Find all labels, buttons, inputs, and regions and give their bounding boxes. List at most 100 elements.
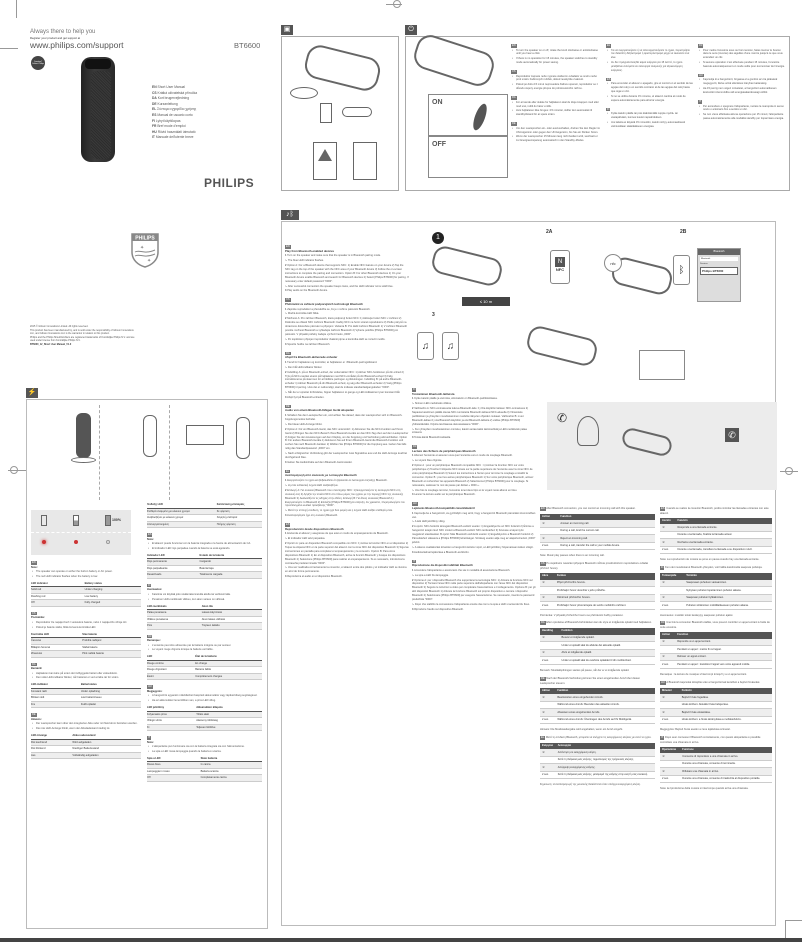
calls-cs: CS Po úspěšném navázání připojení Blueto… bbox=[540, 562, 655, 617]
calls-da: DA Efter oprettelse af Bluetooth-forbind… bbox=[540, 621, 655, 672]
bluetooth-phone-image: ᛒ bbox=[673, 255, 690, 285]
crop-mark bbox=[16, 0, 17, 18]
step-3-marker: 3 bbox=[432, 312, 435, 318]
language-list: EN Short User Manual CS Krátká uživatels… bbox=[152, 85, 272, 141]
step-2a-marker: 2A bbox=[546, 229, 553, 235]
svg-text:PHILIPS: PHILIPS bbox=[135, 236, 155, 242]
power-col-2: ELΓια να ενεργοποιήσετε ή να απενεργοποι… bbox=[606, 43, 694, 133]
step-2b-marker: 2B bbox=[680, 229, 687, 235]
calls-fi: FI Kun olet muodostanut Bluetooth-yhteyd… bbox=[660, 566, 772, 617]
volume-knob-inset bbox=[639, 350, 685, 380]
speaker-playing-image bbox=[524, 323, 600, 369]
power-section-cs: CSReproduktor zapnete nebo vypnete otáče… bbox=[511, 69, 601, 91]
language-item: FI Lyhyt käyttöopas bbox=[152, 118, 181, 123]
language-item: CS Krátká uživatelská příručka bbox=[152, 90, 198, 95]
svg-text:✦: ✦ bbox=[140, 245, 144, 251]
language-item: DA Kort brugervejledning bbox=[152, 96, 190, 101]
philips-shield-logo: PHILIPS✦✦ bbox=[130, 232, 160, 268]
power-section-hu: HUKapcsolja ki a hangszórót, forgassa el… bbox=[698, 73, 786, 95]
calls-it: IT Dopo aver connesso il Bluetooth corre… bbox=[660, 735, 772, 791]
philips-wordmark: PHILIPS bbox=[204, 176, 255, 190]
speaker-knob-image bbox=[410, 31, 498, 90]
power-section-es: ESPara encender el altavoz o apagarlo, g… bbox=[606, 77, 694, 103]
charge-icon: ⚡ bbox=[26, 388, 38, 398]
calls-en: EN After Bluetooth connection, you can c… bbox=[540, 507, 655, 558]
language-item: DE Kurzanleitung bbox=[152, 101, 178, 106]
battery-led-chart: 100% bbox=[31, 510, 131, 555]
speaker-upright-image bbox=[81, 57, 115, 162]
music-phone-image: ♫ bbox=[417, 332, 434, 360]
power-section-de: DEUm den Lautsprecher ein- oder auszusch… bbox=[511, 121, 601, 143]
contact-badge: Question? Contact Philips bbox=[31, 56, 45, 70]
charging-illustrations bbox=[31, 405, 256, 500]
power-panel: ON OFF ENTo turn the speaker on or off, … bbox=[405, 31, 790, 191]
language-item: ES Manual de usuario corto bbox=[152, 112, 193, 117]
power-adapter-image bbox=[320, 103, 332, 123]
speaker-cable-image bbox=[143, 415, 157, 457]
language-item: EL Σύντομο εγχειρίδιο χρήσης bbox=[152, 107, 197, 112]
language-item: IT Manuale dell'utente breve bbox=[152, 135, 194, 140]
nfc-tag-callout: nfc bbox=[604, 254, 622, 272]
speaker-image bbox=[302, 42, 383, 94]
crop-mark bbox=[0, 48, 18, 49]
language-item: FR Bref mode d'emploi bbox=[152, 124, 186, 129]
crop-mark bbox=[785, 920, 802, 942]
bluetooth-music-icon: ♪ᛒ bbox=[281, 210, 299, 220]
register-text: Register your product and get support at bbox=[30, 36, 81, 40]
language-item: HU Rövid használati útmutató bbox=[152, 129, 196, 134]
registration-mark bbox=[785, 467, 793, 475]
model-number: BT6600 bbox=[234, 41, 261, 50]
off-inset: OFF bbox=[428, 136, 508, 178]
power-section-en: ENTo turn the speaker on or off, rotate … bbox=[511, 43, 601, 65]
calls-el: EL Μετά τη σύνδεση Bluetooth, μπορείτε ν… bbox=[540, 735, 655, 787]
language-item: EN Short User Manual bbox=[152, 85, 186, 89]
box-contents-panel bbox=[281, 36, 399, 191]
on-inset: ON bbox=[428, 94, 508, 136]
step-1-marker: 1 bbox=[432, 232, 444, 244]
power-section-fr: FRPour mettre l'enceinte sous ou hors te… bbox=[698, 43, 786, 69]
led-solid-red bbox=[42, 540, 46, 544]
battery-full-icon bbox=[105, 515, 111, 526]
speaker-usb-image bbox=[236, 417, 250, 459]
calls-hu: HU A Bluetooth kapcsolat létrejötte után… bbox=[660, 680, 772, 732]
power-col-1: ENTo turn the speaker on or off, rotate … bbox=[511, 43, 601, 147]
calls-fr: FR Une fois la connexion Bluetooth établ… bbox=[660, 621, 772, 676]
user-manual-image bbox=[353, 142, 377, 180]
support-url[interactable]: www.philips.com/support bbox=[30, 40, 124, 50]
usb-cable-image bbox=[342, 107, 372, 117]
registration-mark bbox=[393, 0, 401, 8]
calls-col-1: EN After Bluetooth connection, you can c… bbox=[540, 507, 655, 791]
device-list-item[interactable]: Philips BT6600 bbox=[700, 267, 738, 276]
doc-id: BT6600_12_Short User Manual_V1.0 bbox=[30, 343, 72, 347]
laptop-image bbox=[186, 425, 224, 445]
call-illustration: ✆ ✆ bbox=[547, 402, 777, 490]
calls-col-2: ES Cuando se realice la conexión Bluetoo… bbox=[660, 507, 772, 795]
power-section-el: ELΓια να ενεργοποιήσετε ή να απενεργοποι… bbox=[606, 43, 694, 73]
battery-empty-icon bbox=[41, 515, 47, 526]
legal-notice: 2015 © Gibson Innovations Limited. All r… bbox=[30, 325, 135, 347]
range-indicator: ≤ 10 m bbox=[462, 297, 510, 306]
